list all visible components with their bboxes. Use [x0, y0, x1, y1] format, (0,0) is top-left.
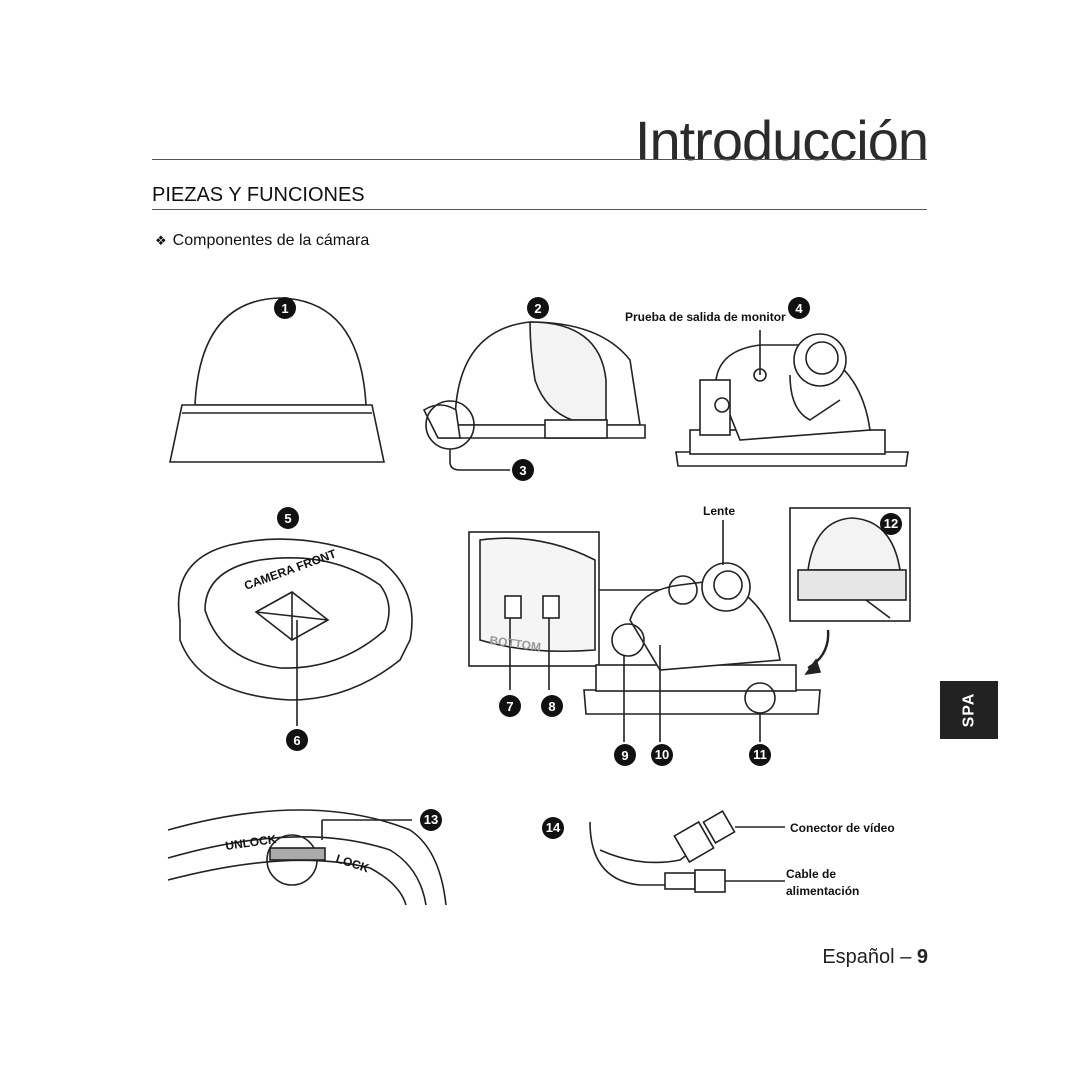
- monitor-test-label: Prueba de salida de monitor: [625, 310, 786, 324]
- callout-9: 9: [614, 744, 636, 766]
- page-title: Introducción: [634, 109, 929, 172]
- language-tab-text: SPA: [960, 692, 977, 728]
- svg-text:4: 4: [795, 301, 803, 316]
- footer-separator: –: [900, 946, 912, 968]
- section-rule: [152, 209, 927, 210]
- page-footer: Español – 9: [822, 946, 928, 969]
- camera-assembly-illustration: [583, 520, 821, 742]
- svg-text:9: 9: [621, 748, 628, 763]
- callout-13: 13: [420, 809, 442, 831]
- svg-text:7: 7: [506, 699, 513, 714]
- title-rule: [152, 159, 927, 160]
- callout-6: 6: [286, 729, 308, 751]
- base-plate-illustration: [177, 538, 413, 726]
- camera-module-illustration: [675, 330, 909, 467]
- svg-text:6: 6: [293, 733, 300, 748]
- cable-illustration: [589, 810, 785, 893]
- svg-text:5: 5: [284, 511, 291, 526]
- sub-heading-text: Componentes de la cámara: [172, 232, 370, 249]
- callout-4: 4: [788, 297, 810, 319]
- dome-shield-illustration: [422, 321, 646, 471]
- callout-2: 2: [527, 297, 549, 319]
- svg-text:13: 13: [424, 812, 438, 827]
- diamond-bullet-icon: ❖: [155, 233, 167, 248]
- callout-7: 7: [499, 695, 521, 717]
- callout-8: 8: [541, 695, 563, 717]
- footer-language: Español: [822, 946, 895, 968]
- svg-text:10: 10: [655, 747, 669, 762]
- language-tab: SPA: [940, 681, 998, 739]
- power-cable-label-line1: Cable de: [786, 867, 836, 881]
- svg-text:3: 3: [519, 463, 526, 478]
- callout-10: 10: [651, 744, 673, 766]
- svg-text:14: 14: [546, 820, 561, 835]
- svg-text:12: 12: [884, 516, 898, 531]
- callout-5: 5: [277, 507, 299, 529]
- callout-3: 3: [512, 459, 534, 481]
- connector-closeup-illustration: [468, 531, 670, 690]
- dome-cover-illustration: [169, 297, 385, 463]
- svg-text:2: 2: [534, 301, 541, 316]
- power-cable-label-line2: alimentación: [786, 884, 859, 898]
- sub-heading: ❖ Componentes de la cámara: [155, 232, 369, 250]
- callout-1: 1: [274, 297, 296, 319]
- lock-ring-illustration: [167, 809, 447, 906]
- callout-12: 12: [880, 513, 902, 535]
- lens-label: Lente: [703, 504, 735, 518]
- callout-11: 11: [749, 744, 771, 766]
- svg-text:11: 11: [753, 747, 767, 762]
- svg-text:8: 8: [548, 699, 555, 714]
- svg-text:1: 1: [281, 301, 288, 316]
- dome-inset-illustration: [789, 507, 911, 676]
- callout-14: 14: [542, 817, 564, 839]
- video-connector-label: Conector de vídeo: [790, 821, 895, 835]
- page-number: 9: [916, 946, 928, 968]
- lock-label: LOCK: [334, 852, 371, 876]
- section-heading: PIEZAS Y FUNCIONES: [152, 184, 365, 206]
